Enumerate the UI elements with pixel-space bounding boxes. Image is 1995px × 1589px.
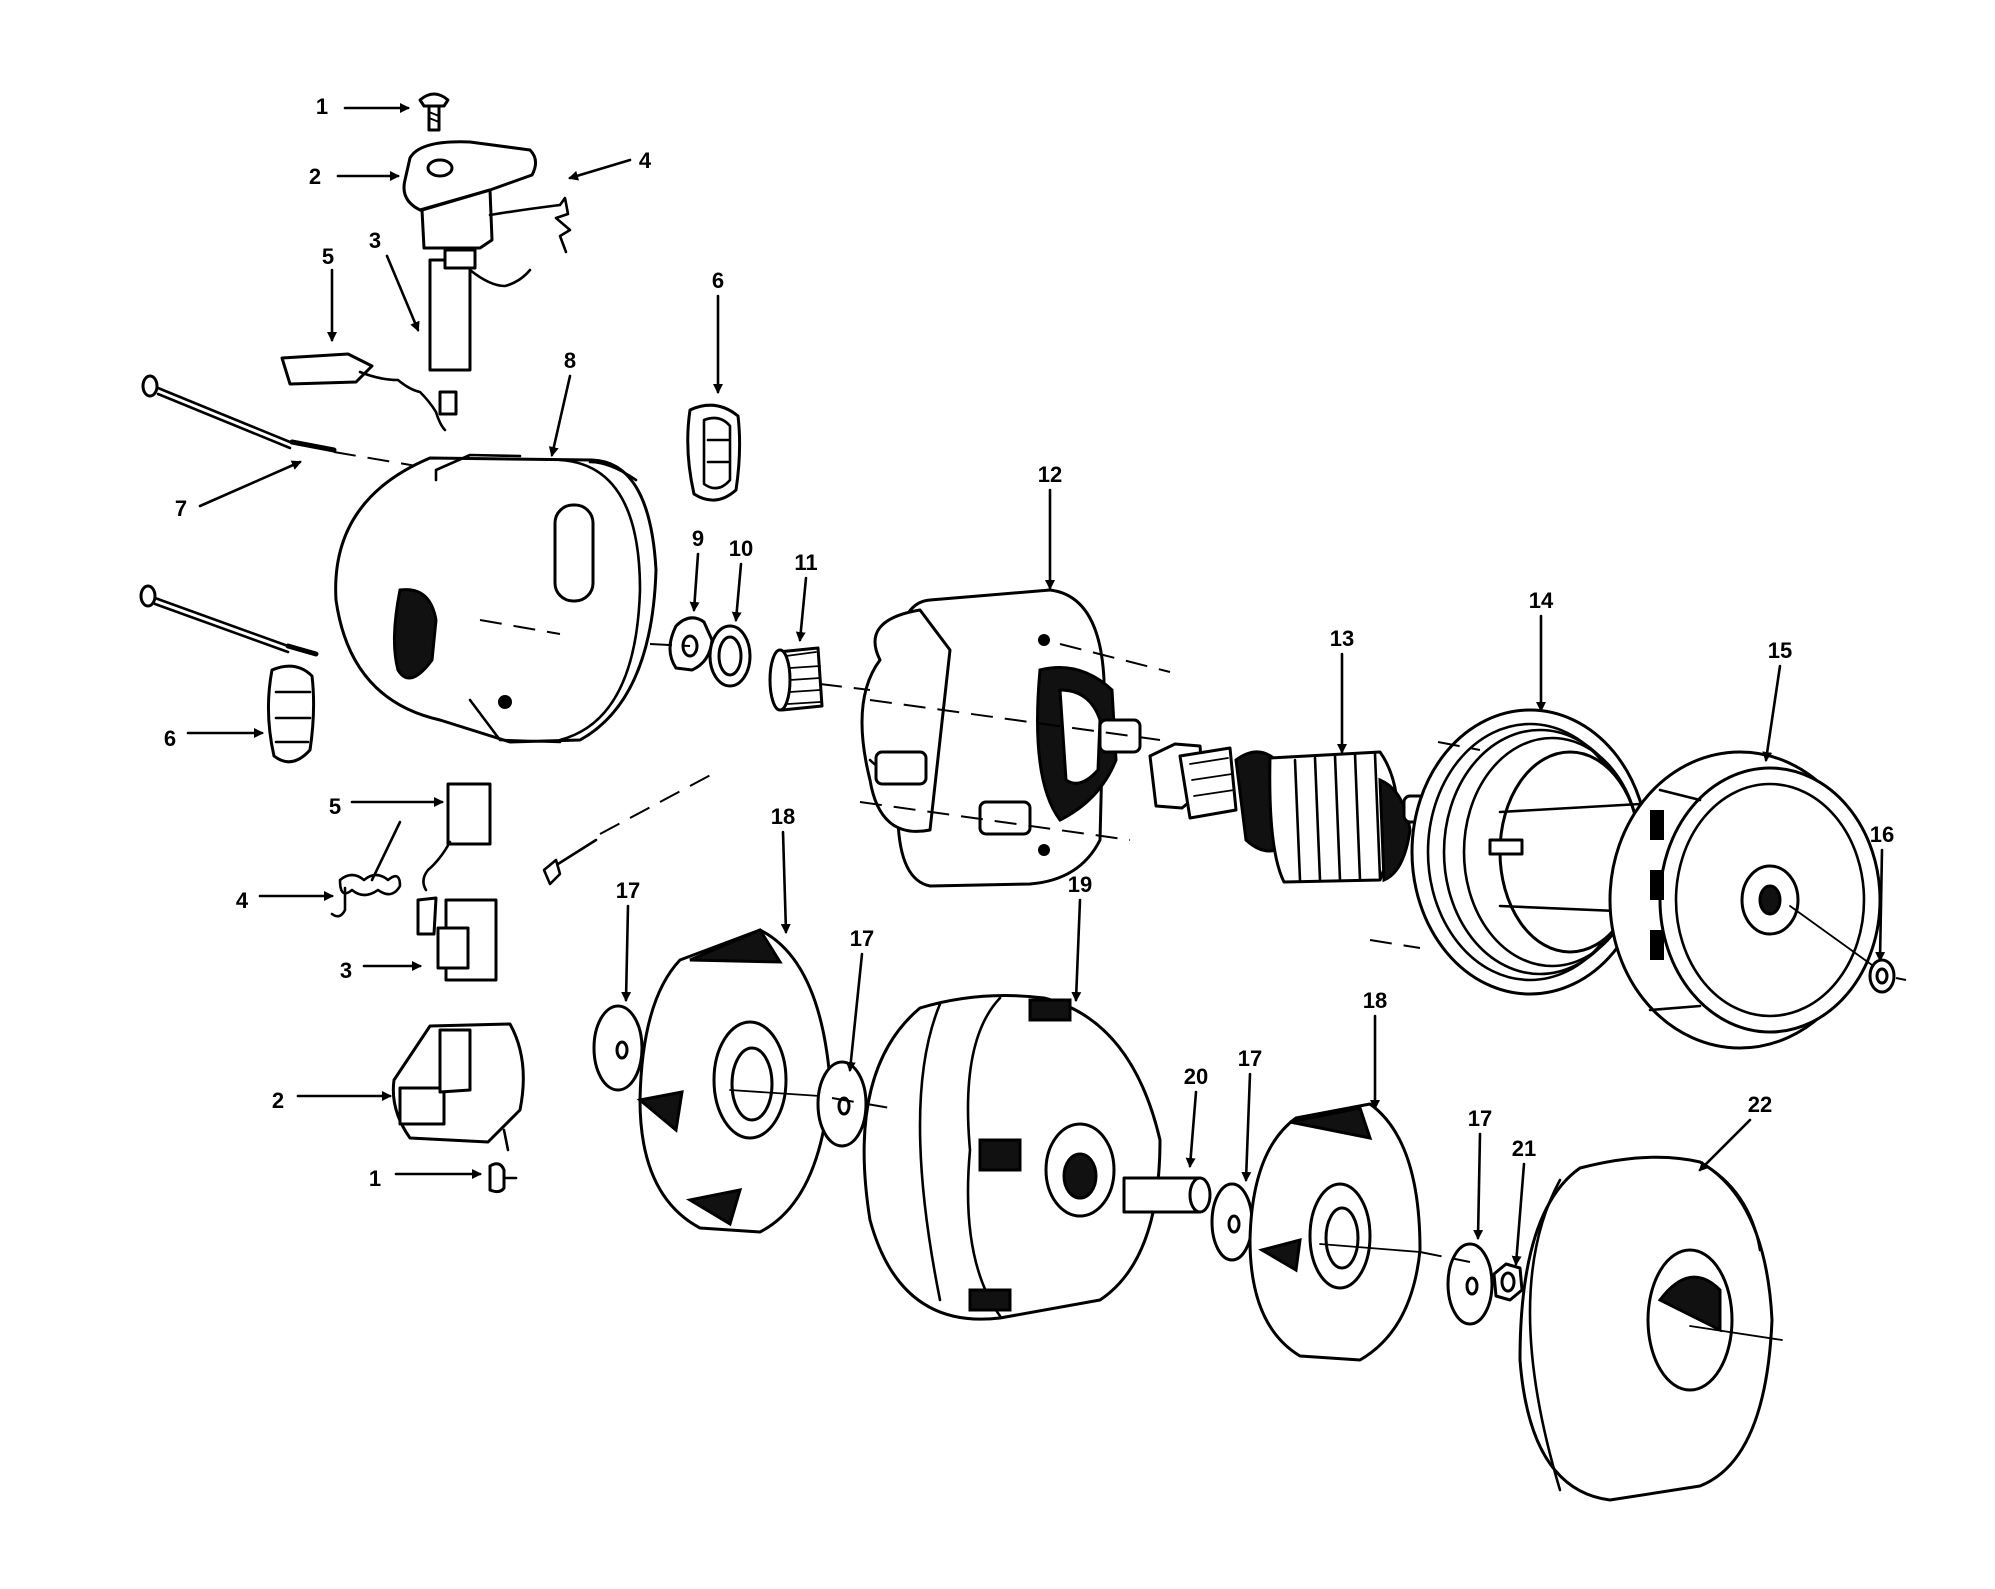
upper-brush-screw: [418, 92, 450, 132]
callout-arrow-c9: [689, 552, 700, 612]
callout-label-c13: 13: [1330, 626, 1354, 651]
callout-label-c14: 14: [1529, 588, 1554, 613]
fan-housing: [862, 994, 1162, 1321]
callout-label-c21: 21: [1512, 1136, 1536, 1161]
callout-label-c2b: 2: [272, 1088, 284, 1113]
end-frame-housing: [334, 453, 658, 744]
callout-label-c12: 12: [1038, 462, 1062, 487]
callout-label-c4a: 4: [639, 148, 652, 173]
callout-arrow-c15: [1762, 664, 1782, 762]
callout-label-c16: 16: [1870, 822, 1894, 847]
callout-label-c17b: 17: [850, 926, 874, 951]
callout-label-c5a: 5: [322, 244, 334, 269]
callout-arrow-c16: [1875, 848, 1886, 962]
callout-arrow-c17d: [1473, 1132, 1484, 1240]
callout-label-c17a: 17: [616, 878, 640, 903]
upper-brush-holder: [428, 248, 477, 416]
upper-brush-spring: [468, 196, 572, 288]
armature: [1148, 742, 1436, 884]
through-bolt-upper: [141, 374, 441, 471]
callout-label-c19: 19: [1068, 872, 1092, 897]
callout-arrow-c8: [548, 374, 572, 457]
callout-arrow-c10: [731, 562, 743, 622]
callout-label-c1b: 1: [369, 1166, 381, 1191]
lower-brush-spring: [330, 820, 402, 918]
callout-label-c6a: 6: [712, 268, 724, 293]
thrust-washer: [708, 624, 752, 688]
callout-label-c18a: 18: [771, 804, 795, 829]
callout-label-c4b: 4: [236, 888, 249, 913]
through-bolt-lower: [139, 584, 319, 657]
upper-brush-cap: [402, 140, 537, 250]
lower-carbon-brush: [422, 782, 492, 892]
callout-label-c9: 9: [692, 526, 704, 551]
fan-shroud-ring: [1369, 708, 1650, 996]
bearing-dust-cap-upper: [686, 403, 742, 502]
callout-arrow-c3a: [385, 254, 420, 332]
lower-brush-holder: [416, 769, 721, 982]
callout-label-c5b: 5: [329, 794, 341, 819]
callout-label-c15: 15: [1768, 638, 1792, 663]
cooling-fan: [1608, 750, 1891, 1050]
callout-label-c7: 7: [175, 496, 187, 521]
impeller-right: [1248, 1102, 1422, 1362]
field-stator: [859, 588, 1171, 888]
impeller-left: [636, 928, 832, 1234]
callout-arrow-c18a: [780, 830, 791, 934]
callout-label-c20: 20: [1184, 1064, 1208, 1089]
needle-bearing: [768, 646, 824, 712]
upper-carbon-brush: [280, 352, 447, 432]
callout-label-c3a: 3: [369, 228, 381, 253]
lower-brush-cap: [391, 1022, 525, 1152]
callout-label-c17c: 17: [1238, 1046, 1262, 1071]
callout-label-c10: 10: [729, 536, 753, 561]
bearing-dust-cap-lower: [266, 664, 316, 764]
callout-arrow-c19: [1071, 898, 1082, 1002]
callout-label-c6b: 6: [164, 726, 176, 751]
callout-label-c18b: 18: [1363, 988, 1387, 1013]
armature-nut: [1868, 958, 1907, 994]
callout-label-c3b: 3: [340, 958, 352, 983]
bearing-retainer: [668, 616, 714, 672]
callout-arrow-c7: [198, 460, 302, 508]
callout-arrow-c17c: [1241, 1072, 1252, 1182]
spacer-washer-d: [1446, 1242, 1494, 1326]
impeller-nut: [1492, 1262, 1524, 1302]
callout-arrow-c20: [1185, 1090, 1198, 1168]
spacer-washer-b: [816, 1060, 868, 1148]
shaft-spacer: [1122, 1176, 1212, 1214]
spacer-washer-c: [1210, 1182, 1254, 1262]
assembly-axis-lines: [479, 619, 1471, 1263]
callout-arrow-c11: [795, 576, 808, 642]
spacer-washer-a: [592, 1004, 644, 1092]
callout-arrow-c21: [1511, 1162, 1526, 1266]
lower-brush-screw: [488, 1162, 518, 1194]
callout-label-c17d: 17: [1468, 1106, 1492, 1131]
callout-label-c1a: 1: [316, 94, 328, 119]
callout-label-c2a: 2: [309, 164, 321, 189]
callout-label-c8: 8: [564, 348, 576, 373]
fan-end-cover: [1518, 1155, 1783, 1502]
callout-arrow-c17a: [621, 904, 632, 1002]
callout-arrow-c22: [1698, 1118, 1752, 1172]
callout-label-c22: 22: [1748, 1092, 1772, 1117]
callout-arrow-c4a: [568, 158, 632, 181]
callout-label-c11: 11: [794, 550, 817, 575]
callout-arrow-c17b: [845, 952, 864, 1072]
